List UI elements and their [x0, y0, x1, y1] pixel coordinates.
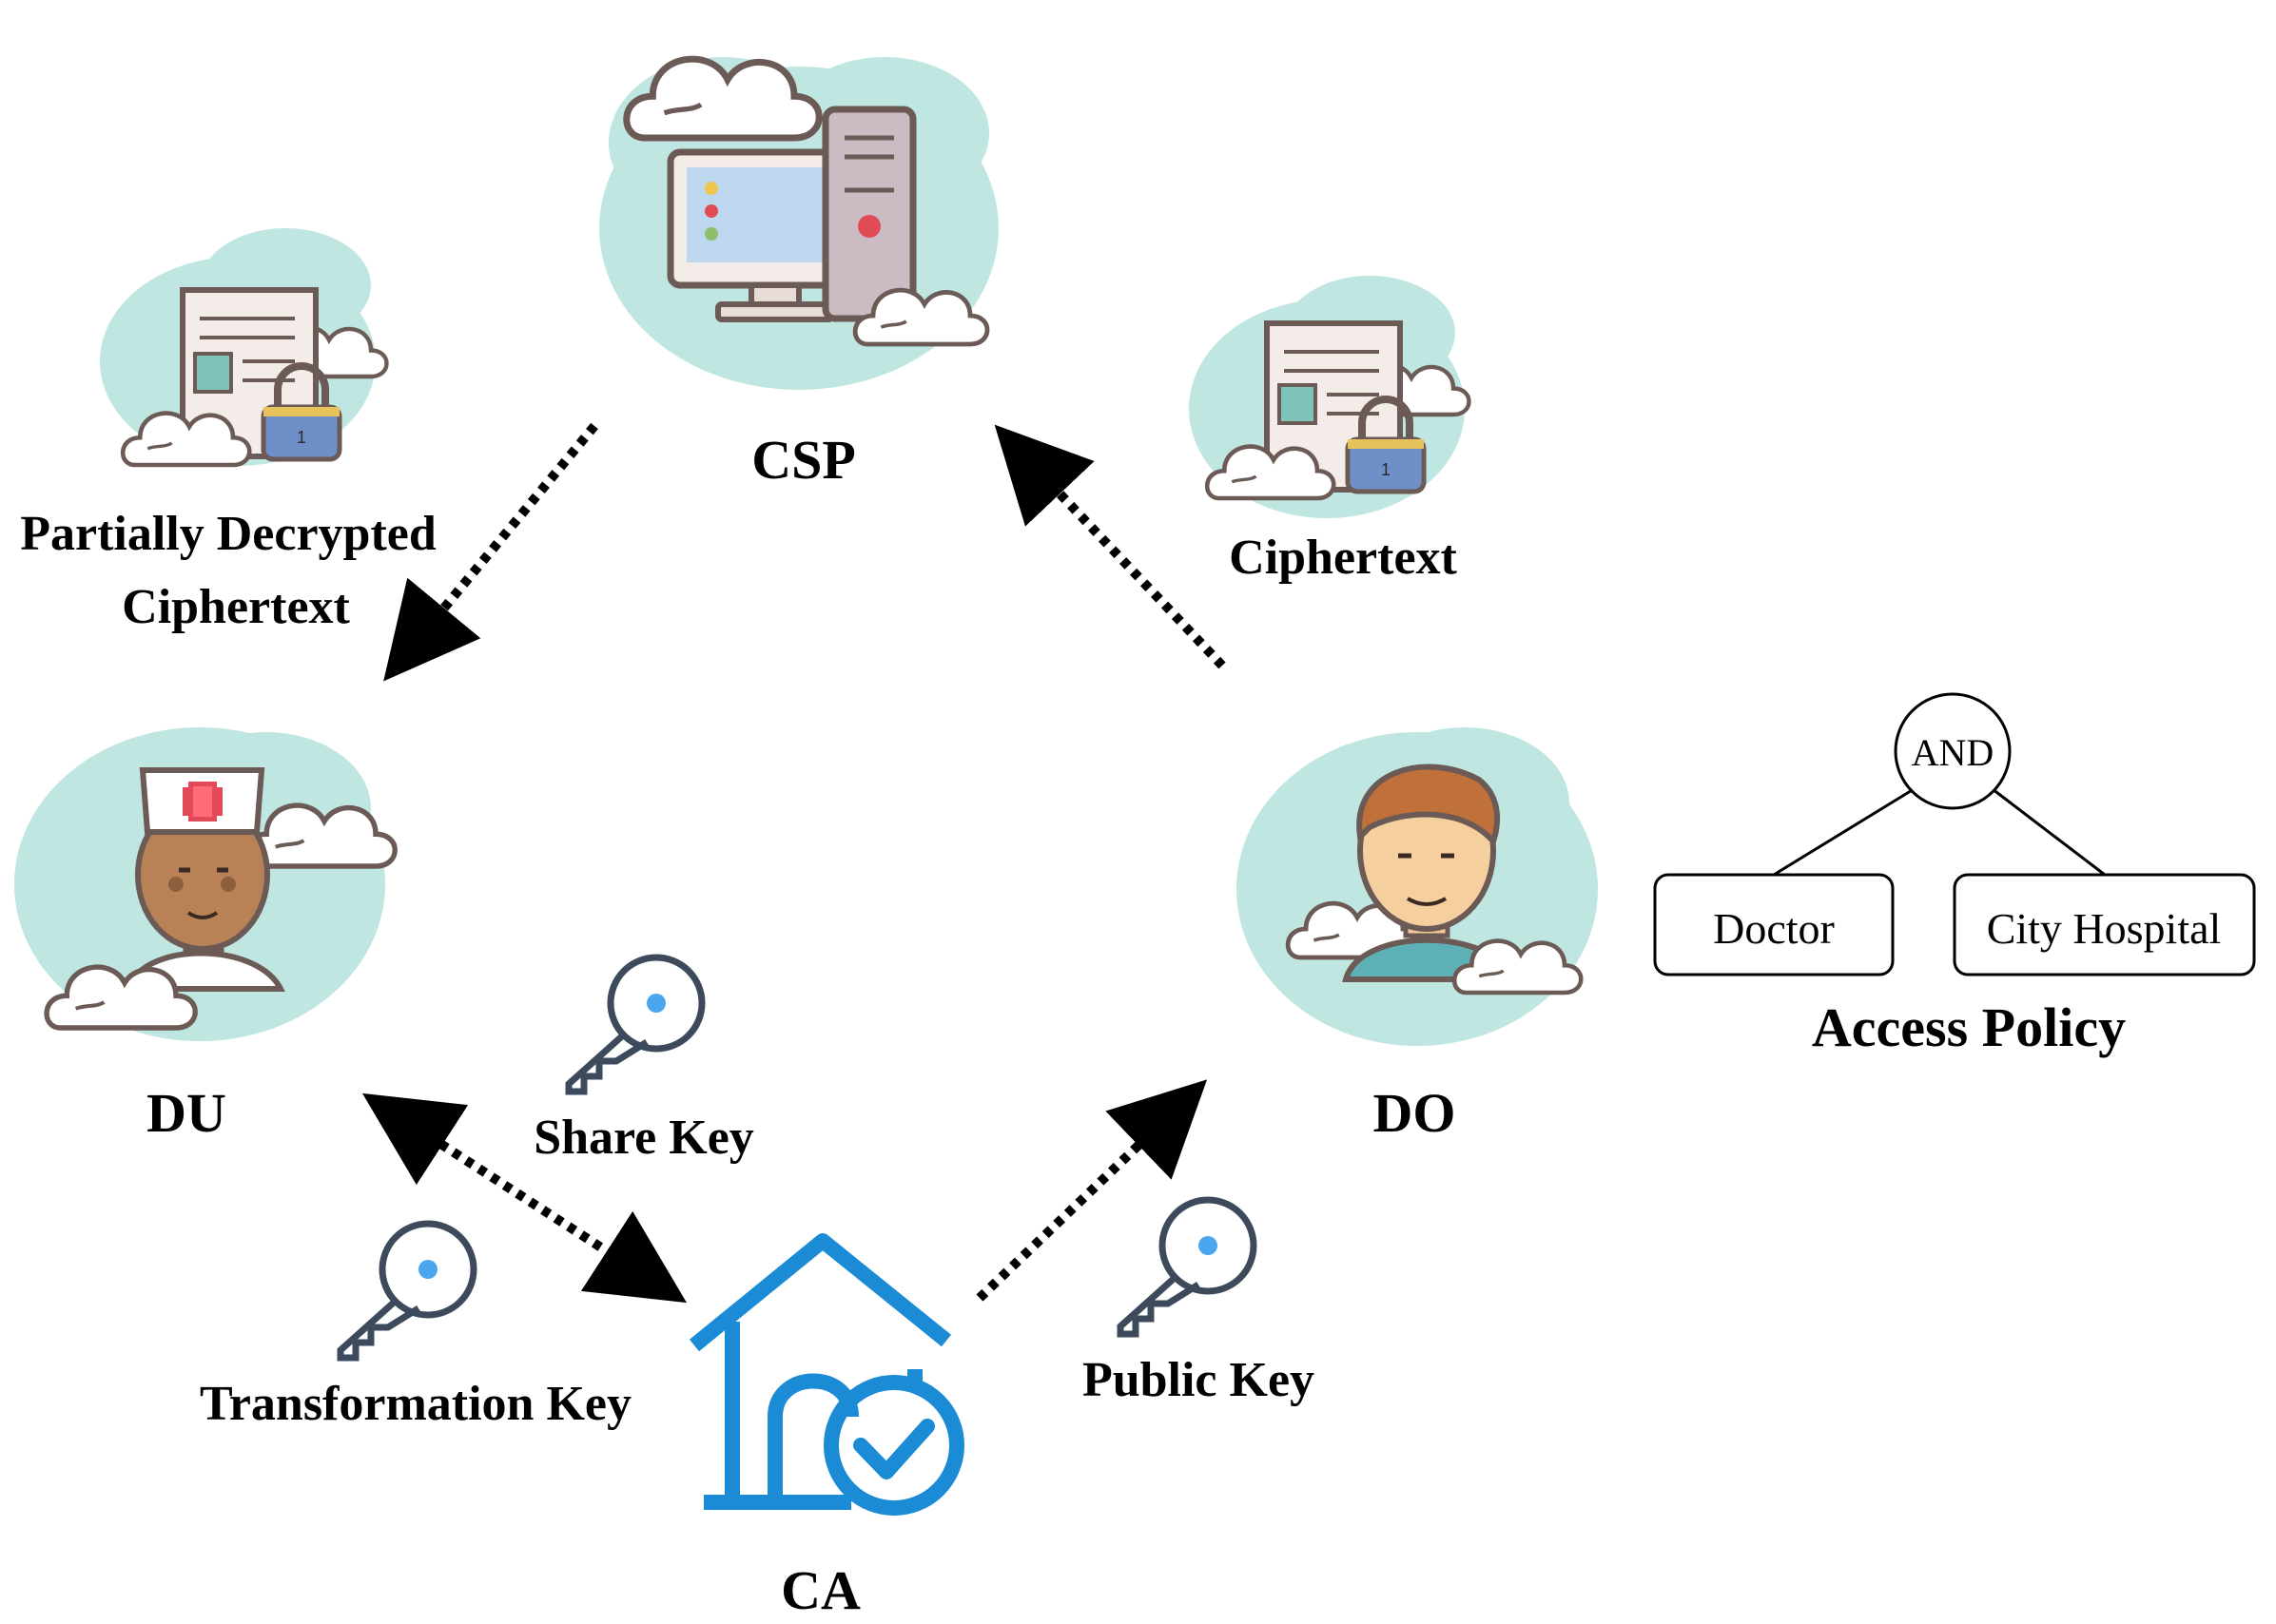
public-key-group: Public Key: [1082, 1196, 1314, 1407]
arrows: [361, 422, 1226, 1304]
locked-document-icon: 1: [100, 228, 387, 466]
ciphertext-node: 1 Ciphertext: [1189, 276, 1469, 585]
key-icon: [337, 1220, 477, 1362]
locked-document-icon: 1: [1189, 276, 1469, 518]
doctor-avatar-icon: [14, 727, 395, 1041]
du-label: DU: [146, 1082, 226, 1144]
arrow-ca-to-do: [976, 1079, 1208, 1302]
policy-root-node: [1894, 692, 2012, 810]
public-key-label: Public Key: [1082, 1353, 1314, 1407]
policy-root-label: AND: [1912, 731, 1994, 774]
share-key-label: Share Key: [534, 1111, 754, 1165]
do-node: DO: [1236, 727, 1598, 1144]
transformation-key-group: Transformation Key: [200, 1220, 632, 1431]
transformation-key-label: Transformation Key: [200, 1377, 632, 1431]
svg-text:1: 1: [1381, 460, 1391, 479]
arrow-du-ca-bidirectional: [361, 1092, 688, 1304]
partially-decrypted-label-line1: Partially Decrypted: [20, 507, 437, 561]
do-label: DO: [1373, 1082, 1456, 1144]
cloud-server-icon: [599, 57, 999, 390]
certified-house-icon: [689, 1233, 964, 1516]
policy-leaf-doctor-label: Doctor: [1713, 904, 1835, 953]
access-policy-tree: AND Doctor City Hospital Access Policy: [1653, 692, 2256, 1058]
arrow-csp-to-du: [383, 422, 598, 682]
policy-leaf-city-hospital-label: City Hospital: [1987, 904, 2222, 953]
share-key-group: Share Key: [534, 954, 754, 1165]
arrow-do-to-csp: [994, 424, 1226, 669]
du-node: DU: [14, 727, 395, 1144]
access-policy-title: Access Policy: [1812, 996, 2126, 1058]
key-icon: [1117, 1196, 1257, 1338]
ca-label: CA: [781, 1559, 861, 1621]
svg-text:1: 1: [297, 428, 306, 447]
partially-decrypted-label-line2: Ciphertext: [122, 580, 350, 634]
partially-decrypted-ciphertext-node: 1 Partially Decrypted Ciphertext: [20, 228, 437, 634]
policy-leaf-doctor: [1653, 873, 1895, 976]
csp-node: CSP: [599, 57, 999, 491]
man-avatar-icon: [1236, 727, 1598, 1046]
ca-node: CA: [689, 1233, 964, 1621]
ciphertext-label: Ciphertext: [1229, 531, 1457, 585]
policy-leaf-city-hospital: [1953, 873, 2256, 976]
key-icon: [565, 954, 706, 1095]
csp-label: CSP: [751, 429, 856, 491]
